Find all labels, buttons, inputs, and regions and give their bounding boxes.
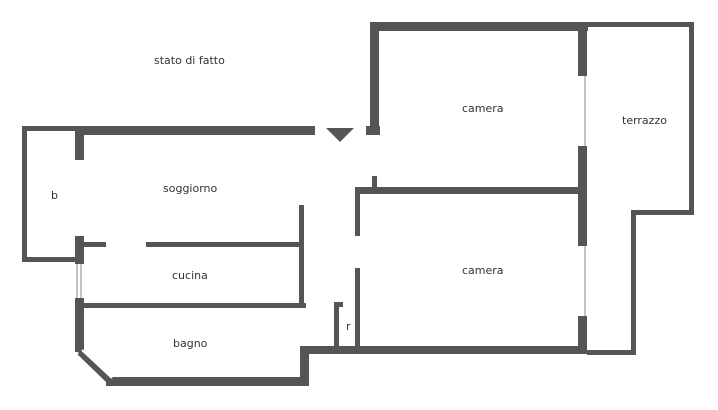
room-label-kitchen: cucina [172,269,208,282]
closet-wall [334,302,339,350]
room-label-living: soggiorno [163,182,218,195]
terrace-wall-south [587,350,636,355]
balcony-wall-top [22,126,84,131]
south-wall-bath [106,377,309,386]
west-wall-lower [75,298,84,352]
camera-upper-wall-east-top [578,22,587,76]
terrace-wall-north [587,22,694,27]
bath-partition [84,303,306,308]
balcony-wall-left [22,126,27,262]
room-label-balcony: b [51,189,58,202]
south-wall-east [300,346,587,354]
camera-divider [355,187,587,194]
corridor-stub-top [372,176,377,190]
closet-cap [334,302,343,307]
terrace-wall-east [689,22,694,215]
camera-lower-wall-east [578,316,587,354]
plan-title: stato di fatto [154,54,225,67]
terrace-wall-east-lower [631,210,636,355]
room-label-bedroom-lower: camera [462,264,504,277]
west-wall-upper [75,126,84,160]
walls [22,22,694,386]
room-label-bathroom: bagno [173,337,208,350]
room-label-bedroom-upper: camera [462,102,504,115]
closet-cap-right [355,302,360,307]
south-wall-step [300,346,309,386]
window-lines [76,76,586,316]
camera-upper-wall-west [370,22,379,135]
camera-upper-wall-east-mid [578,146,587,246]
corridor-wall-a [355,187,360,236]
kitchen-partition-right [146,242,302,247]
room-label-terrace: terrazzo [622,114,667,127]
kitchen-partition-left [84,242,106,247]
room-label-closet: r [346,320,351,333]
terrace-wall-step [631,210,694,215]
west-wall-middle [75,236,84,264]
corridor-wall-b [355,268,360,350]
kitchen-partition-east [299,205,304,308]
camera-upper-wall-north [370,22,588,31]
north-wall-living [75,126,315,135]
entrance-triangle-icon [326,128,354,142]
bath-diagonal-window-inner [81,349,113,379]
balcony-wall-bottom [22,257,84,262]
bath-diagonal-window [77,349,113,384]
